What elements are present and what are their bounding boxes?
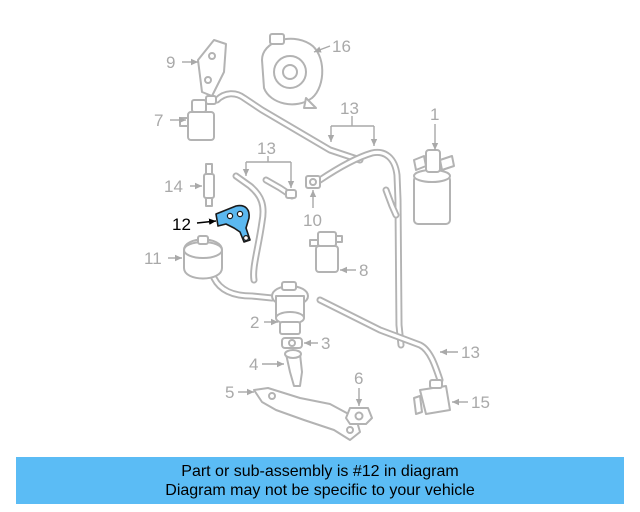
part-13-fitting [285,189,297,199]
callout-9: 9 [166,53,175,72]
part-4-pipe [284,349,303,387]
part-9-bracket [197,39,227,97]
callout-5: 5 [225,383,234,402]
callout-4: 4 [249,355,258,374]
banner-line-1: Part or sub-assembly is #12 in diagram [181,462,459,480]
part-2-egr-valve [271,281,309,335]
callout-6: 6 [354,369,363,388]
part-7-solenoid [179,95,217,141]
part-11-reservoir [183,235,223,280]
callout-1: 1 [430,105,439,124]
part-12-bracket-highlighted [215,204,251,243]
info-banner: Part or sub-assembly is #12 in diagram D… [16,457,624,504]
callout-3: 3 [321,334,330,353]
callout-14: 14 [164,177,183,196]
part-16-compressor [261,33,324,109]
part-6-gasket [345,407,373,425]
part-3-gasket [281,337,303,349]
callout-15: 15 [471,393,490,412]
part-15-sensor [413,379,451,415]
hose-lines [210,90,444,384]
callout-13-right: 13 [461,343,480,362]
part-5-egr-tube [253,387,361,441]
callout-10: 10 [303,211,322,230]
banner-line-2: Diagram may not be specific to your vehi… [165,481,475,499]
part-1-canister [413,149,455,225]
leader-lines [168,45,468,406]
part-8-solenoid [309,231,343,273]
callout-16: 16 [332,37,351,56]
callout-numbers: 9 16 7 13 1 13 14 10 12 11 8 2 3 13 4 6 … [144,37,490,412]
callout-12: 12 [172,215,191,234]
callout-2: 2 [250,313,259,332]
callout-7: 7 [154,111,163,130]
callout-8: 8 [359,261,368,280]
callout-11: 11 [144,249,162,268]
part-10-valve [305,175,321,189]
callout-13-left: 13 [257,139,276,158]
callout-13-top: 13 [340,99,359,118]
part-14-connector [203,163,215,207]
